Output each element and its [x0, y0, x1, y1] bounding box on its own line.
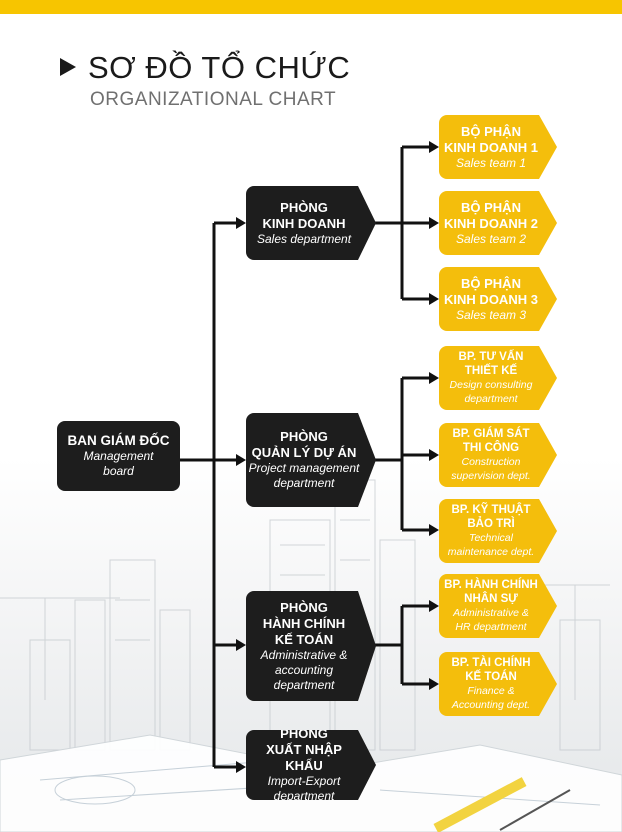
arrowhead-project-3: [429, 524, 439, 536]
node-title: THIẾT KẾ: [464, 365, 518, 377]
node-construction-supervision: BP. GIÁM SÁT THI CÔNG Construction super…: [439, 423, 557, 487]
node-title: HÀNH CHÍNH: [262, 615, 346, 631]
node-design-consulting: BP. TƯ VẤN THIẾT KẾ Design consulting de…: [439, 346, 557, 410]
arrowhead-dept-4: [236, 761, 246, 773]
arrowhead-dept-3: [236, 639, 246, 651]
node-subtitle: maintenance dept.: [447, 546, 535, 558]
node-finance-accounting: BP. TÀI CHÍNH KẾ TOÁN Finance & Accounti…: [439, 652, 557, 716]
node-admin-hr: BP. HÀNH CHÍNH NHÂN SỰ Administrative & …: [439, 574, 557, 638]
node-subtitle: Administrative &: [260, 647, 348, 662]
arrowhead-dept-2: [236, 454, 246, 466]
arrowhead-admin-1: [429, 600, 439, 612]
node-subtitle: supervision dept.: [451, 470, 531, 482]
node-title: BẢO TRÌ: [467, 518, 515, 530]
node-subtitle: Finance &: [467, 685, 515, 697]
node-subtitle: board: [103, 464, 134, 478]
node-sales-team-3: BỘ PHẬN KINH DOANH 3 Sales team 3: [439, 267, 557, 331]
node-subtitle: department: [464, 393, 518, 405]
node-title: BỘ PHẬN: [461, 199, 521, 215]
arrowhead-admin-2: [429, 678, 439, 690]
arrowhead-sales-3: [429, 293, 439, 305]
node-title: BP. TÀI CHÍNH: [451, 657, 531, 669]
node-import-export-department: PHÒNG XUẤT NHẬP KHẨU Import-Export depar…: [246, 730, 376, 800]
node-subtitle: Technical: [469, 532, 513, 544]
node-sales-team-1: BỘ PHẬN KINH DOANH 1 Sales team 1: [439, 115, 557, 179]
node-title: KẾ TOÁN: [274, 631, 334, 647]
node-title: BAN GIÁM ĐỐC: [67, 433, 170, 448]
node-subtitle: Sales team 3: [455, 307, 527, 322]
node-subtitle: Administrative &: [453, 607, 529, 619]
node-subtitle: department: [273, 476, 335, 490]
node-title: XUẤT NHẬP KHẨU: [266, 742, 342, 773]
node-subtitle: Accounting dept.: [451, 699, 531, 711]
title-play-icon: [60, 58, 76, 76]
node-title: BP. HÀNH CHÍNH: [444, 579, 538, 591]
node-title: KINH DOANH 1: [444, 139, 538, 155]
node-subtitle: department: [273, 789, 335, 803]
node-title: NHÂN SỰ: [464, 593, 518, 605]
arrowhead-dept-1: [236, 217, 246, 229]
node-sales-department: PHÒNG KINH DOANH Sales department: [246, 186, 376, 260]
node-subtitle: HR department: [455, 621, 527, 633]
node-subtitle: Project management: [248, 461, 360, 475]
node-title: KẾ TOÁN: [465, 671, 517, 683]
node-title: THI CÔNG: [462, 442, 520, 454]
node-title: KINH DOANH 3: [444, 291, 538, 307]
node-admin-accounting-department: PHÒNG HÀNH CHÍNH KẾ TOÁN Administrative …: [246, 591, 376, 701]
node-subtitle: Sales team 2: [455, 231, 527, 246]
top-accent-bar: [0, 0, 622, 14]
node-project-management-department: PHÒNG QUẢN LÝ DỰ ÁN Project management d…: [246, 413, 376, 507]
node-title: PHÒNG: [280, 599, 328, 615]
arrowhead-sales-2: [429, 217, 439, 229]
page-subtitle: ORGANIZATIONAL CHART: [90, 89, 337, 110]
node-management-board: BAN GIÁM ĐỐC Management board: [57, 421, 180, 491]
node-subtitle: Import-Export: [267, 774, 341, 788]
node-subtitle: Construction: [461, 456, 521, 468]
arrowhead-sales-1: [429, 141, 439, 153]
node-title: BỘ PHẬN: [461, 275, 521, 291]
node-title: PHÒNG: [280, 429, 328, 444]
node-subtitle: department: [273, 677, 335, 692]
node-subtitle: Sales team 1: [455, 155, 527, 170]
node-subtitle: Design consulting: [449, 379, 533, 391]
node-subtitle: Sales department: [256, 231, 352, 246]
node-title: BỘ PHẬN: [461, 123, 521, 139]
node-technical-maintenance: BP. KỸ THUẬT BẢO TRÌ Technical maintenan…: [439, 499, 557, 563]
arrowhead-project-2: [429, 449, 439, 461]
node-title: BP. GIÁM SÁT: [452, 428, 530, 440]
arrowhead-project-1: [429, 372, 439, 384]
node-subtitle: Management: [83, 449, 154, 463]
node-title: BP. KỸ THUẬT: [451, 504, 531, 516]
node-title: BP. TƯ VẤN: [458, 351, 524, 363]
page-title: SƠ ĐỒ TỔ CHỨC: [88, 50, 351, 85]
node-sales-team-2: BỘ PHẬN KINH DOANH 2 Sales team 2: [439, 191, 557, 255]
node-title: PHÒNG: [280, 199, 328, 215]
node-title: QUẢN LÝ DỰ ÁN: [251, 445, 357, 460]
node-title: KINH DOANH: [262, 215, 346, 231]
node-title: KINH DOANH 2: [444, 215, 538, 231]
node-subtitle: accounting: [274, 662, 334, 677]
